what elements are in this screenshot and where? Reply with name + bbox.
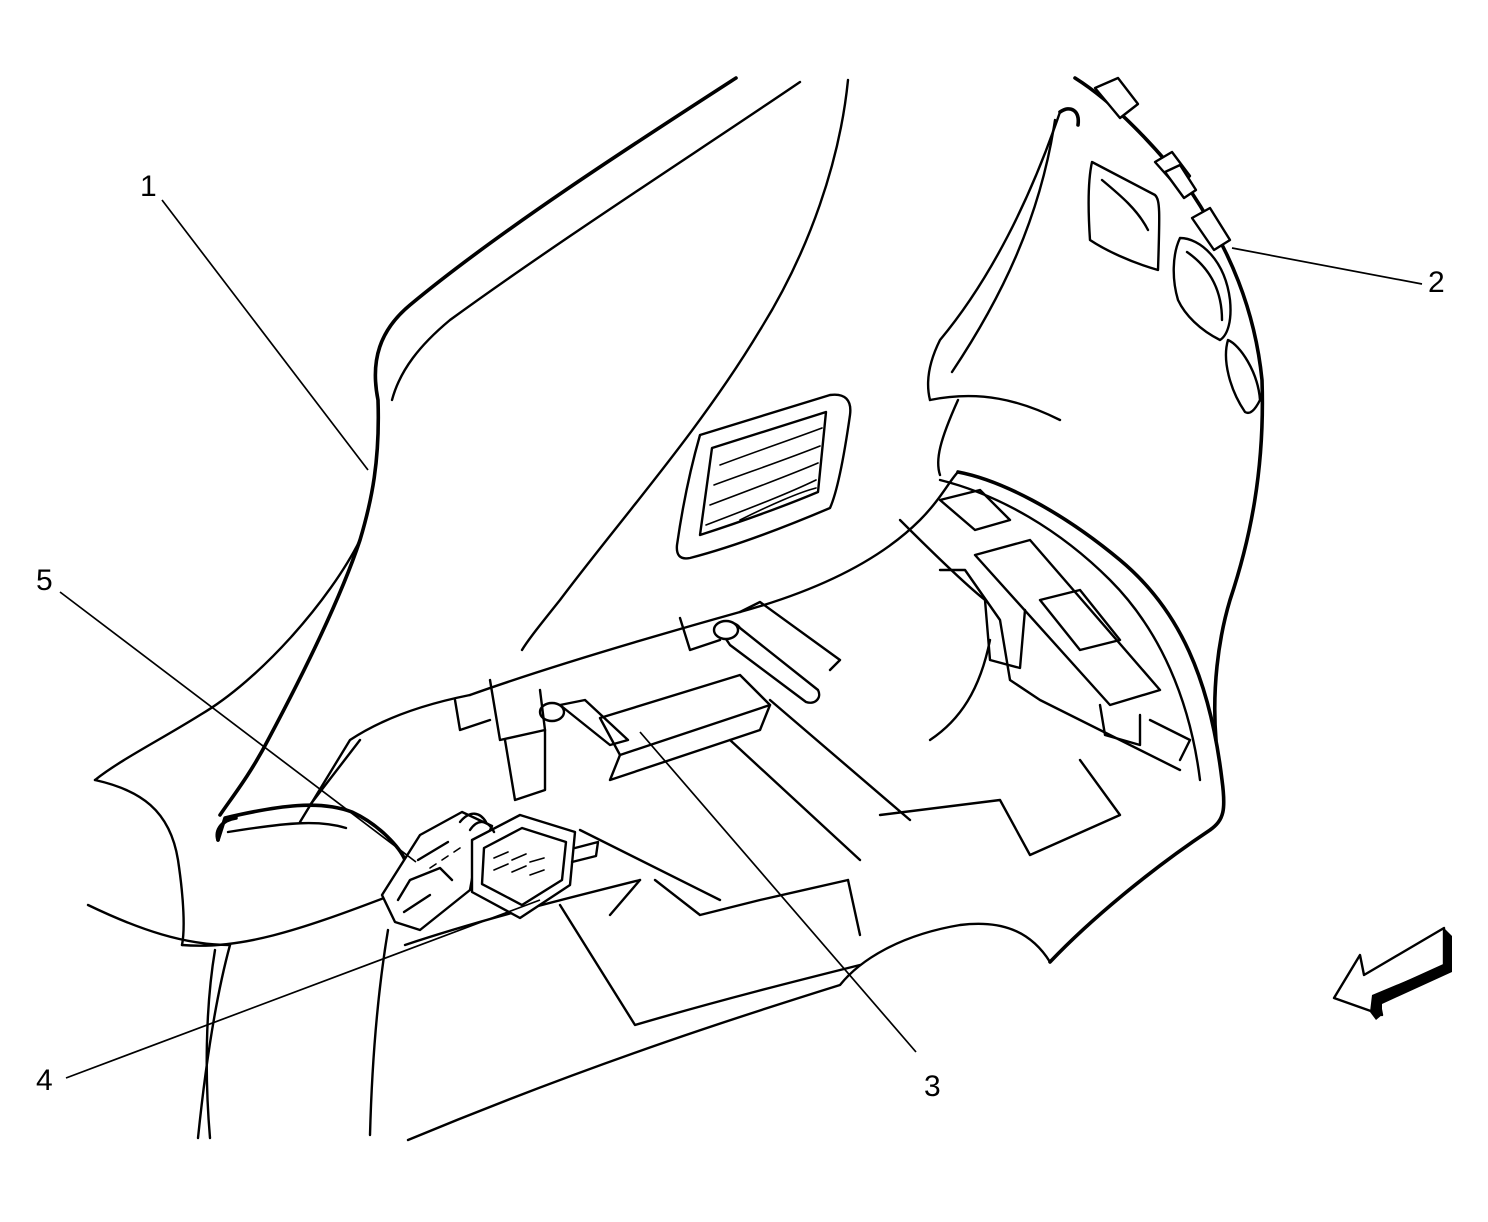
electrical-connectors — [380, 810, 600, 932]
callout-5: 5 — [36, 564, 53, 597]
callout-4: 4 — [36, 1064, 53, 1097]
leader-line-3 — [639, 731, 917, 1053]
callout-1: 1 — [140, 170, 157, 203]
pillar-trim-panel — [86, 76, 850, 1140]
leader-line-5 — [59, 591, 417, 863]
leader-line-1 — [161, 199, 369, 471]
leader-line-2 — [1231, 247, 1423, 285]
front-direction-arrow-icon — [1332, 926, 1452, 1020]
leader-line-4 — [65, 899, 541, 1079]
callout-3: 3 — [924, 1070, 941, 1103]
leader-lines — [59, 199, 1423, 1079]
callout-2: 2 — [1428, 266, 1445, 299]
floor-console-outline — [215, 470, 1226, 1142]
rear-bracket-cluster — [898, 488, 1192, 772]
right-trim-panel — [926, 76, 1265, 742]
floor-brackets — [453, 600, 1122, 902]
center-air-vent — [675, 393, 852, 560]
